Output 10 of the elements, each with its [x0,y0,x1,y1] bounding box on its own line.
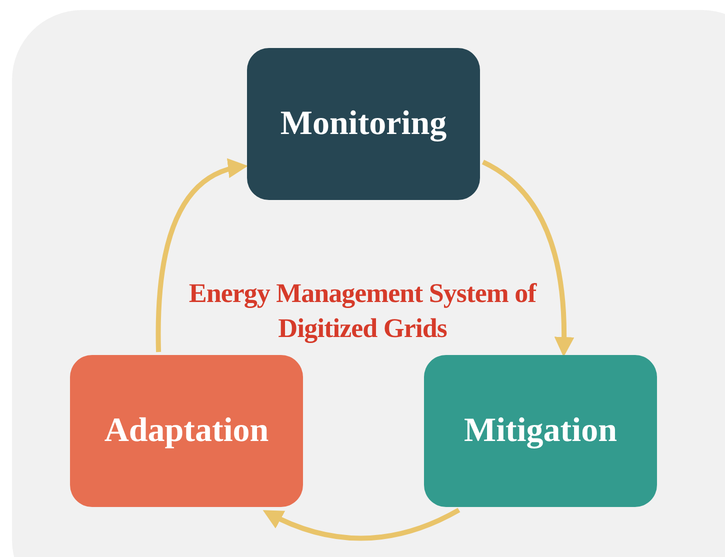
process-box [424,355,657,507]
box-label: Adaptation [104,412,269,450]
process-box [70,355,303,507]
arrow [156,160,248,352]
process-box [247,48,480,200]
box-label: Mitigation [464,412,617,450]
box-label: Monitoring [280,105,447,143]
arrow [262,508,460,541]
arrow [482,160,574,357]
center-title: Energy Management System of Digitized Grids [188,277,538,345]
